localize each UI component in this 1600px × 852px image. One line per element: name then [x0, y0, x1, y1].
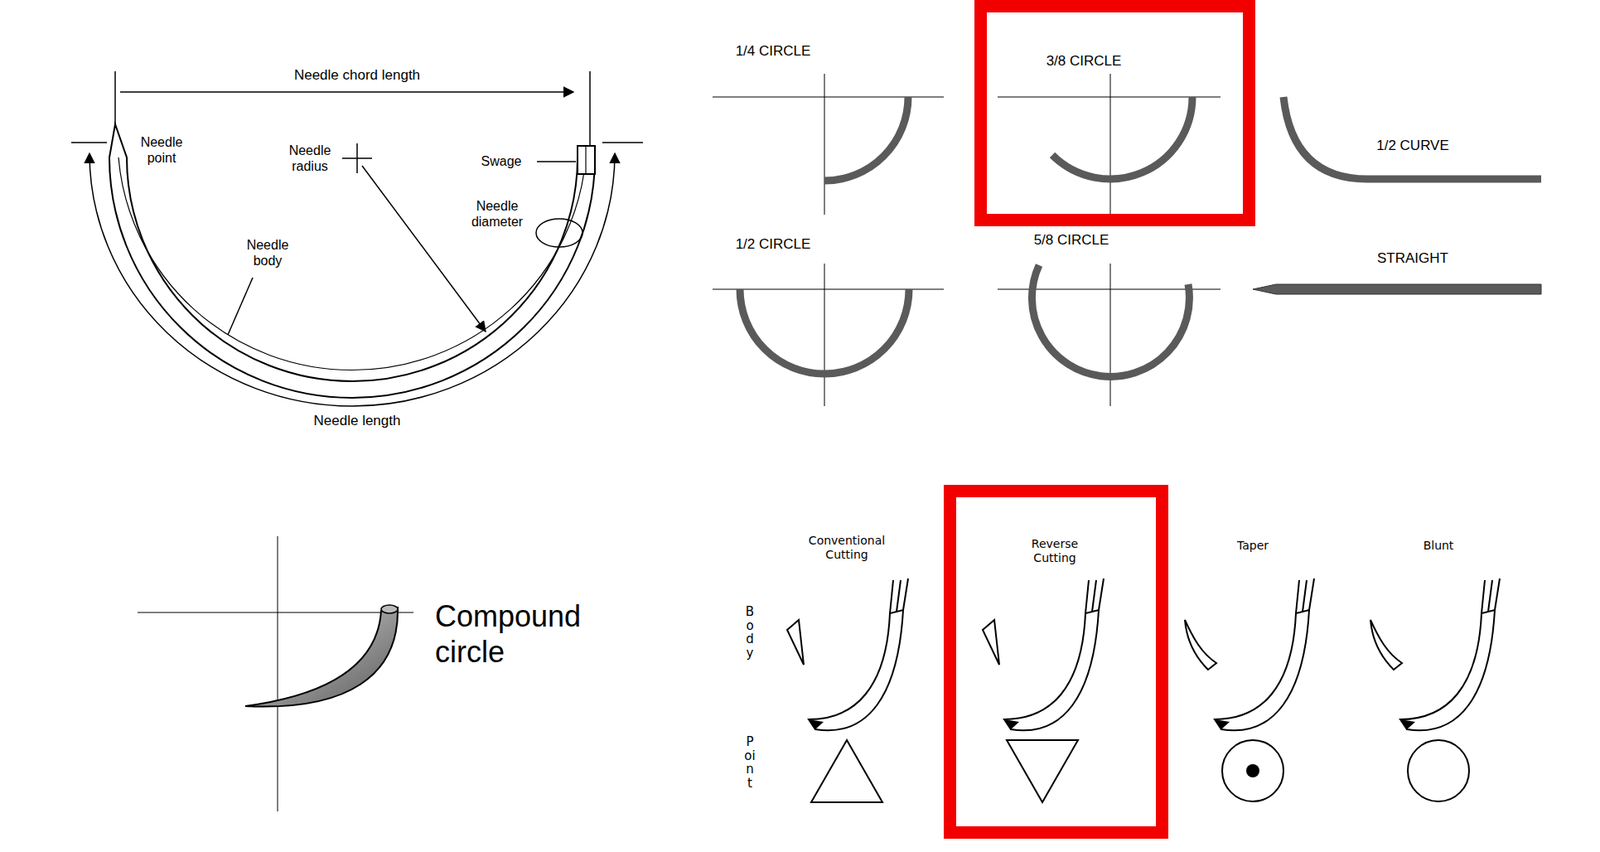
node-title: Reverse Cutting — [1021, 536, 1088, 566]
compound-needle — [137, 536, 414, 812]
part-label: Needle radius — [285, 142, 335, 175]
point-types — [787, 578, 1500, 803]
part-label: Needle body — [241, 236, 295, 269]
part-label: 1/2 CURVE — [1376, 137, 1450, 155]
part-label: 1/2 CIRCLE — [735, 236, 812, 253]
part-label: STRAIGHT — [1377, 250, 1449, 267]
part-label: Conventional Cutting — [805, 533, 889, 562]
highlight-box: Reverse Cutting — [943, 484, 1169, 839]
needle-curvatures — [712, 73, 1542, 407]
part-label: Needle diameter — [464, 198, 531, 230]
part-label: Needle point — [135, 134, 189, 166]
part-label: Needle length — [314, 412, 402, 430]
needle-anatomy — [71, 71, 643, 407]
part-label: 1/4 CIRCLE — [735, 43, 812, 60]
axis-letters: Body — [744, 604, 757, 660]
part-label: Compound circle — [435, 598, 593, 670]
part-label: Swage — [481, 153, 523, 170]
part-label: Taper — [1237, 538, 1269, 553]
part-label: 5/8 CIRCLE — [1034, 232, 1110, 249]
part-label: Needle chord length — [294, 67, 421, 84]
part-label: Blunt — [1423, 538, 1455, 553]
axis-letters: Point — [744, 734, 757, 790]
highlight-box: 3/8 CIRCLE — [974, 0, 1256, 227]
node-title: 3/8 CIRCLE — [1046, 53, 1122, 70]
